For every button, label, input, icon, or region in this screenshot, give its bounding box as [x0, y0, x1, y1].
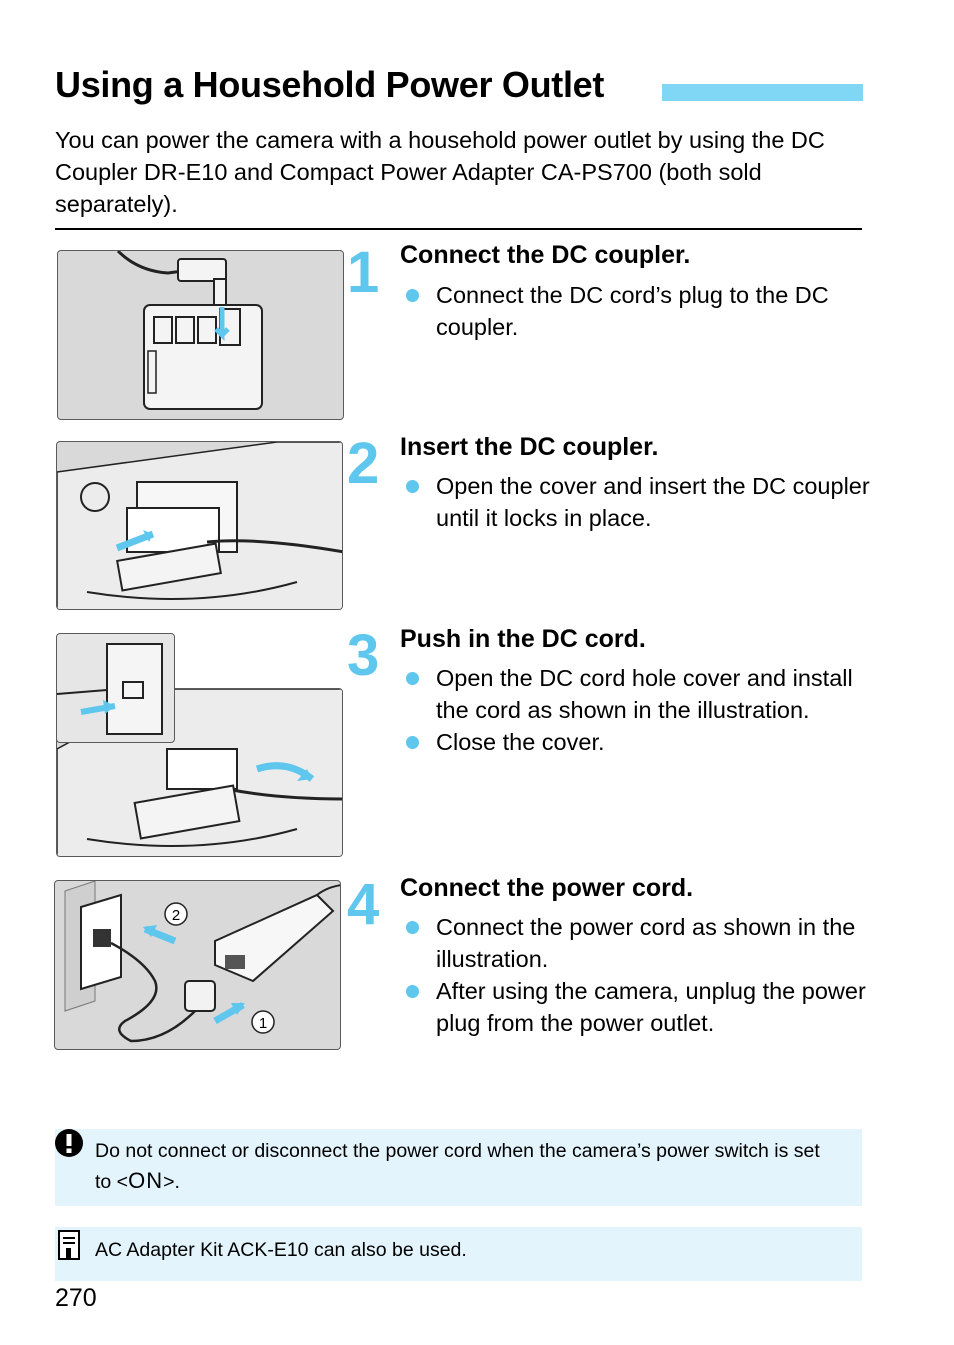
- step-4-title: Connect the power cord.: [400, 874, 694, 902]
- caution-notice: Do not connect or disconnect the power c…: [55, 1129, 862, 1206]
- list-item: Connect the DC cord’s plug to the DC cou…: [400, 279, 870, 343]
- step-2-bullets: Open the cover and insert the DC coupler…: [400, 470, 870, 534]
- insert-coupler-illustration: [56, 441, 343, 610]
- list-item: After using the camera, unplug the power…: [400, 975, 870, 1039]
- memo-icon: [58, 1230, 80, 1260]
- step-1-bullets: Connect the DC cord’s plug to the DC cou…: [400, 279, 870, 343]
- step-1-number: 1: [347, 240, 380, 305]
- list-item: Connect the power cord as shown in the i…: [400, 911, 870, 975]
- power-cord-illustration: 2 1: [54, 880, 341, 1050]
- step-4-bullets: Connect the power cord as shown in the i…: [400, 911, 870, 1039]
- caution-text-before: Do not connect or disconnect the power c…: [95, 1140, 820, 1193]
- section-divider: [55, 228, 862, 230]
- step-3-title: Push in the DC cord.: [400, 625, 646, 653]
- step-2-number: 2: [347, 431, 380, 496]
- step-3-number: 3: [347, 623, 380, 688]
- callout-2: 2: [172, 907, 180, 924]
- cord-hole-inset-illustration: [56, 633, 175, 743]
- power-switch-on-symbol: ON: [128, 1168, 164, 1193]
- list-item: Open the cover and insert the DC coupler…: [400, 470, 870, 534]
- step-3-bullets: Open the DC cord hole cover and install …: [400, 662, 870, 758]
- list-item: Open the DC cord hole cover and install …: [400, 662, 870, 726]
- title-accent-bar: [662, 84, 863, 101]
- step-4-number: 4: [347, 872, 380, 937]
- caution-text-after: >.: [163, 1171, 180, 1193]
- list-item: Close the cover.: [400, 726, 870, 758]
- note-text: AC Adapter Kit ACK-E10 can also be used.: [95, 1239, 467, 1261]
- page-title: Using a Household Power Outlet: [55, 64, 605, 105]
- caution-text: Do not connect or disconnect the power c…: [95, 1137, 835, 1197]
- callout-1: 1: [259, 1015, 267, 1032]
- note-box: AC Adapter Kit ACK-E10 can also be used.: [55, 1227, 862, 1281]
- step-2-title: Insert the DC coupler.: [400, 433, 659, 461]
- page-number: 270: [55, 1284, 97, 1312]
- caution-icon: [55, 1129, 83, 1157]
- dc-coupler-illustration: [57, 250, 344, 420]
- step-1-title: Connect the DC coupler.: [400, 241, 691, 269]
- push-cord-illustration: [56, 688, 343, 857]
- intro-paragraph: You can power the camera with a househol…: [55, 127, 825, 217]
